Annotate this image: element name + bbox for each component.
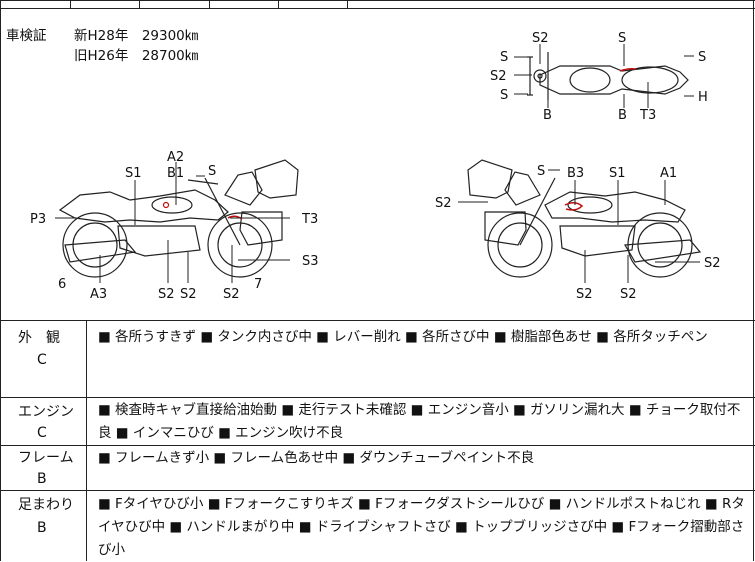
condition-category: エンジン	[18, 404, 74, 420]
diagram-label: S	[500, 88, 508, 103]
diagram-label: S	[698, 50, 706, 65]
inspection-label: 車検証	[6, 28, 47, 44]
left-view-label-group: A2 B1 S1 S P3 T3 S3 6 7 A3 S2 S2 S2	[30, 150, 319, 302]
right-view-bike	[467, 159, 702, 278]
inspection-old-mileage: 旧H26年 28700㎞	[74, 48, 199, 64]
condition-grade: C	[37, 425, 47, 441]
diagram-label: S2	[158, 287, 175, 302]
condition-category: 外 観	[18, 330, 60, 346]
header-bottom-border	[0, 8, 755, 9]
right-view-leaders	[458, 169, 700, 283]
condition-grade: B	[37, 520, 47, 536]
top-view-leaders	[514, 44, 694, 108]
diagram-label: A1	[660, 166, 677, 181]
condition-description: ■ Fタイヤひび小 ■ Fフォークこすりキズ ■ Fフォークダストシールひび ■…	[98, 496, 745, 558]
inspection-new-mileage: 新H28年 29300㎞	[74, 28, 199, 44]
diagram-label: A3	[90, 287, 107, 302]
diagram-label: B	[543, 108, 552, 123]
left-view-leaders	[55, 162, 290, 283]
diagram-label: S2	[180, 287, 197, 302]
damage-mark-top	[619, 68, 637, 72]
diagram-label: S2	[223, 287, 240, 302]
diagram-label: S1	[125, 166, 142, 181]
diagram-label: S2	[576, 287, 593, 302]
header-divider	[139, 0, 140, 8]
table-row-divider	[0, 490, 755, 491]
header-divider	[347, 0, 348, 8]
diagram-label: T3	[639, 108, 656, 123]
top-view-label-group: S2 S S2 S B S B T3 S H	[490, 31, 708, 123]
diagram-label: S	[208, 164, 216, 179]
table-column-divider	[86, 320, 87, 561]
condition-description: ■ フレームきず小 ■ フレーム色あせ中 ■ ダウンチューブペイント不良	[98, 450, 535, 466]
diagram-label: S2	[435, 196, 452, 211]
diagram-label: S1	[609, 166, 626, 181]
table-row-divider	[0, 445, 755, 446]
diagram-label: S	[500, 50, 508, 65]
condition-category: 足まわり	[18, 497, 74, 513]
diagram-label: S	[537, 164, 545, 179]
damage-mark-left-tank	[162, 201, 170, 209]
condition-description: ■ 各所うすきず ■ タンク内さび中 ■ レバー削れ ■ 各所さび中 ■ 樹脂部…	[98, 329, 708, 345]
diagram-label: P3	[30, 212, 46, 227]
diagram-label: S2	[704, 256, 721, 271]
diagram-label: B1	[167, 166, 184, 181]
diagram-label: S2	[620, 287, 637, 302]
header-divider	[70, 0, 71, 8]
top-view-bike	[527, 52, 689, 100]
condition-description: ■ 検査時キャブ直接給油始動 ■ 走行テスト未確認 ■ エンジン音小 ■ ガソリ…	[98, 402, 741, 441]
diagram-label: 7	[254, 277, 262, 292]
diagram-label: B	[618, 108, 627, 123]
diagram-label: S2	[490, 69, 507, 84]
diagram-label: S	[618, 31, 626, 46]
damage-mark-right-tank	[564, 202, 584, 211]
table-top-border	[0, 320, 755, 321]
motorcycle-damage-diagram: S2 S S2 S B S B T3 S H	[30, 31, 721, 302]
condition-grade: C	[37, 352, 47, 368]
left-view-bike	[58, 159, 299, 278]
diagram-label: H	[698, 90, 708, 105]
diagram-label: 6	[58, 277, 66, 292]
right-view-label-group: S B3 S1 A1 S2 S2 S2 S2	[435, 164, 721, 302]
table-row-divider	[0, 397, 755, 398]
top-border	[0, 0, 755, 1]
condition-grade: B	[37, 471, 47, 487]
diagram-label: S3	[302, 254, 319, 269]
diagram-label: T3	[301, 212, 318, 227]
diagram-label: A2	[167, 150, 184, 165]
header-divider	[209, 0, 210, 8]
condition-category: フレーム	[18, 450, 74, 466]
diagram-label: S2	[532, 31, 549, 46]
diagram-label: B3	[567, 166, 584, 181]
header-divider	[278, 0, 279, 8]
